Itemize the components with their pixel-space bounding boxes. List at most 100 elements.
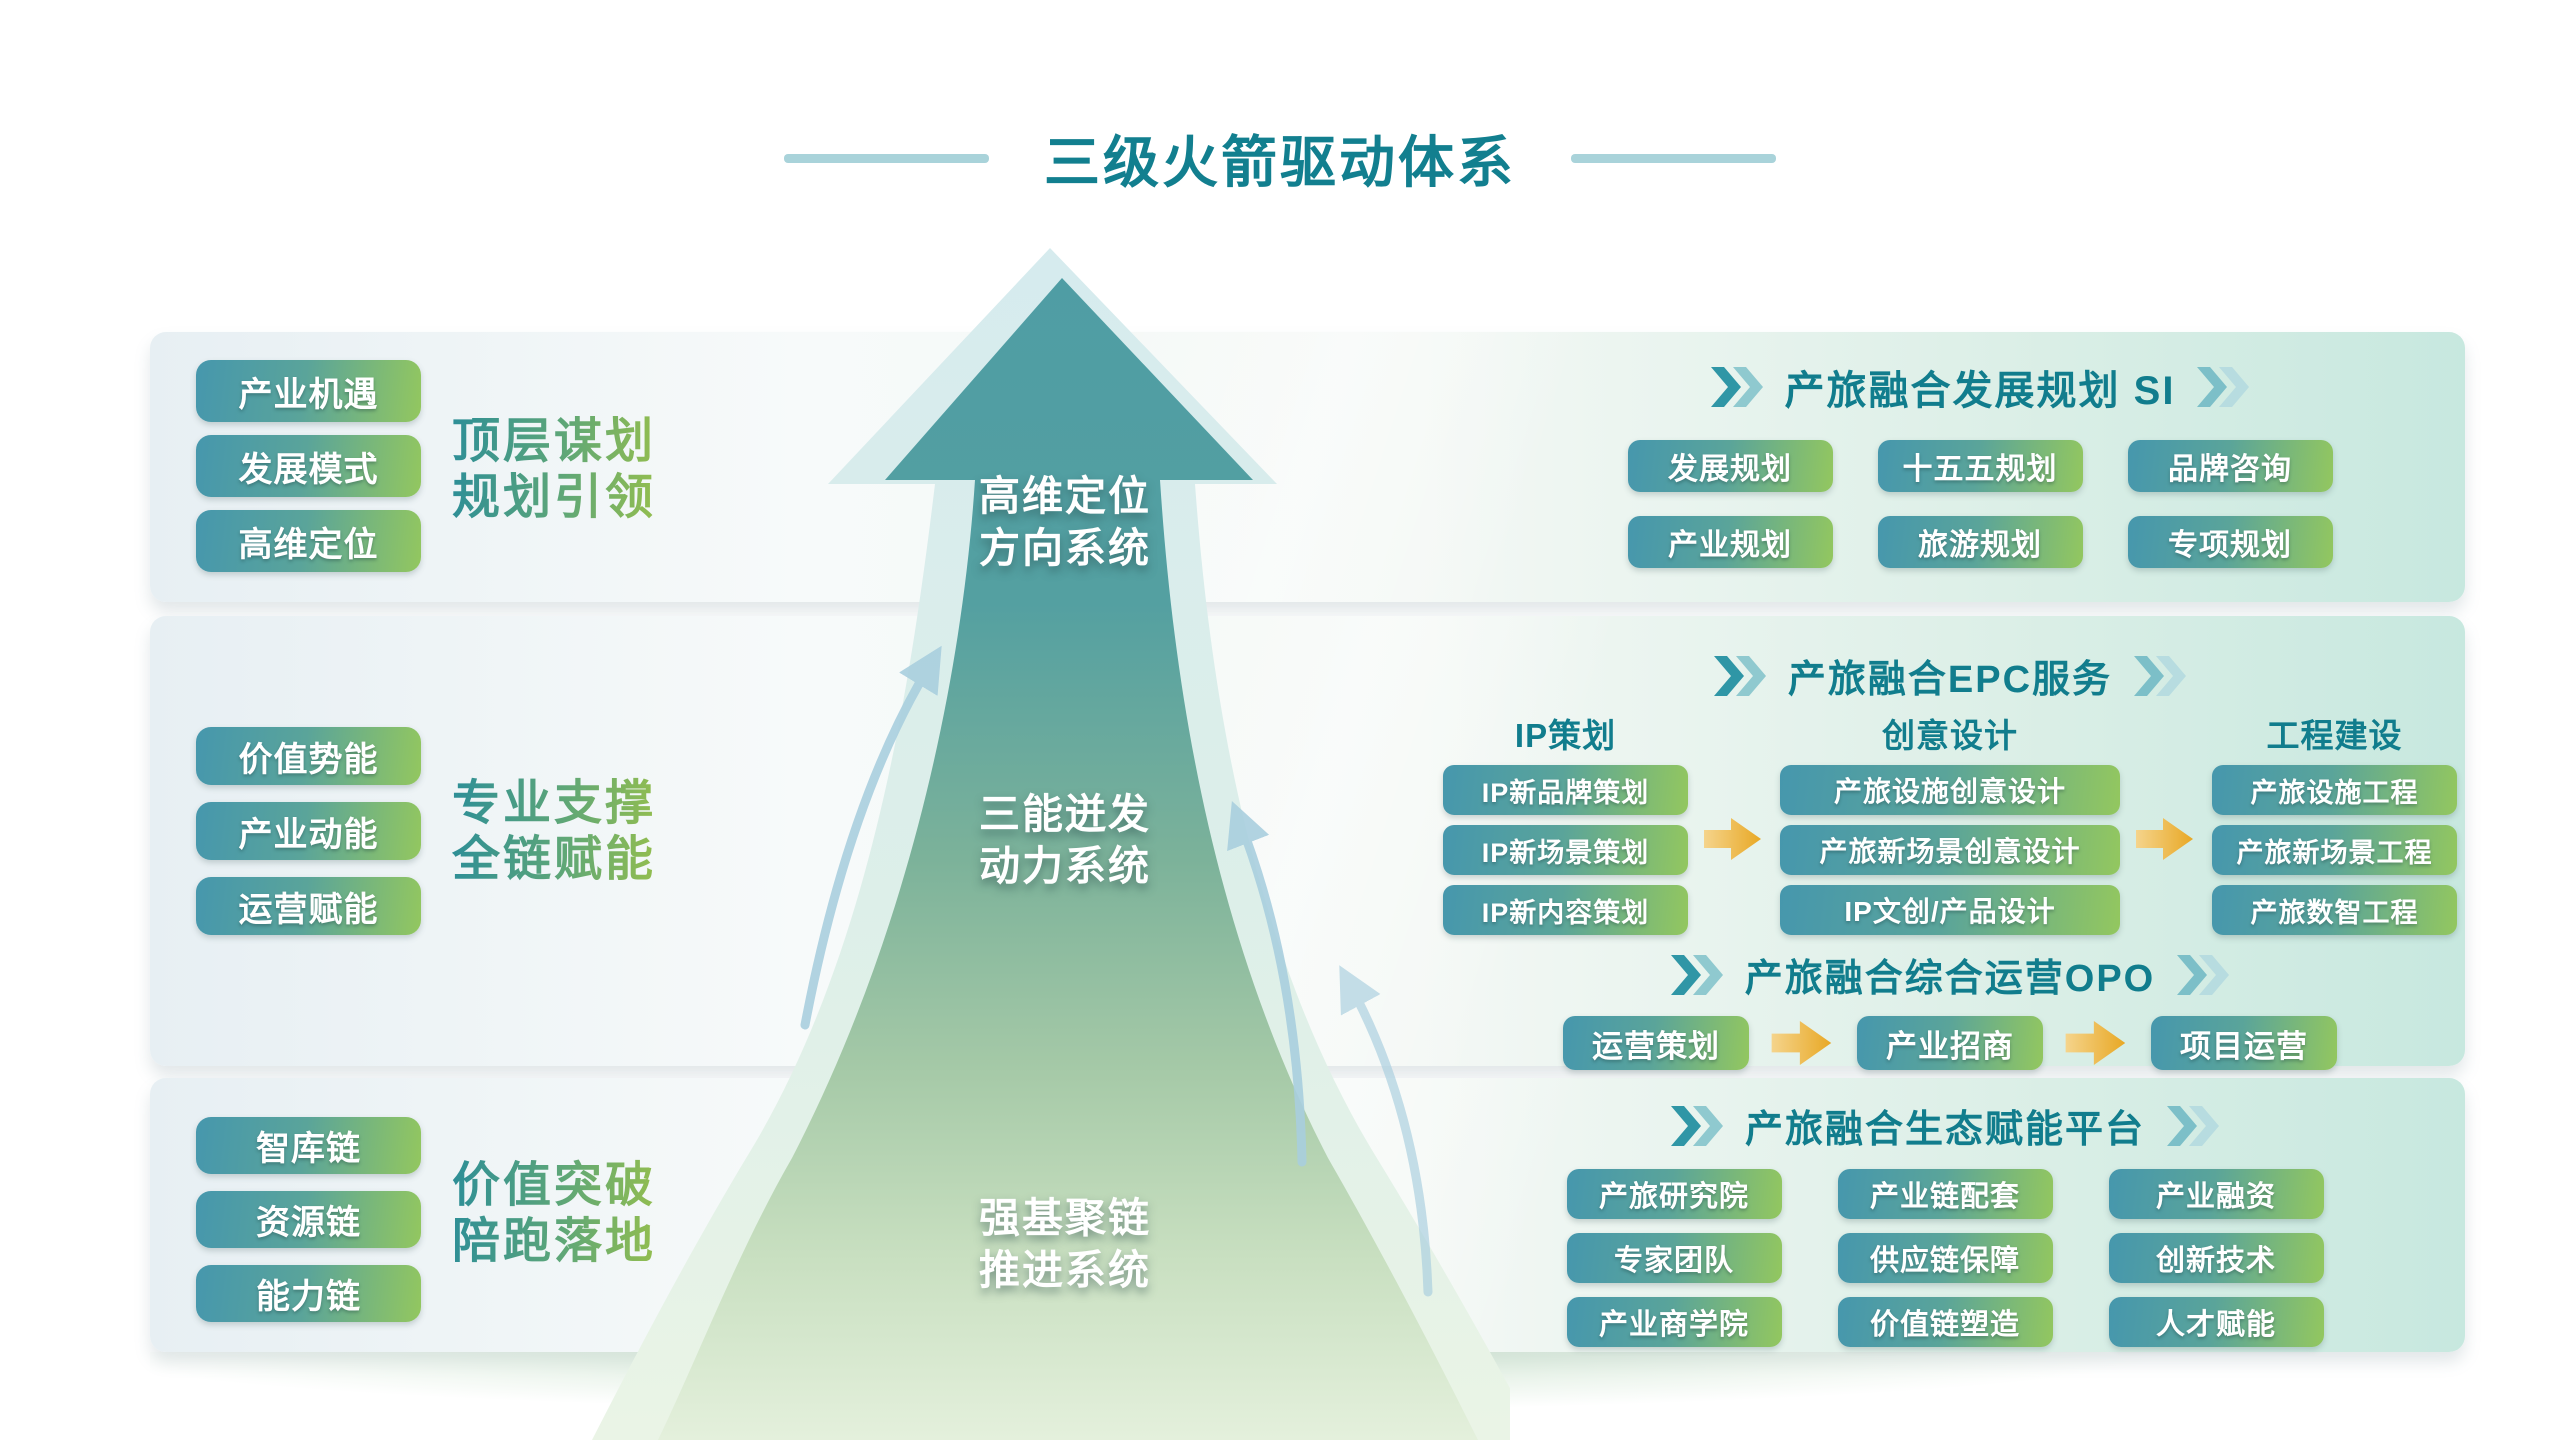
- rocket-body-arrow: [658, 278, 1478, 1440]
- band1-right-section: 产旅融合发展规划 SI 发展规划 十五五规划 品牌咨询 产业规划 旅游规划 专项…: [1560, 358, 2400, 568]
- platform-item-3: 产业融资: [2108, 1169, 2324, 1219]
- band2-item-2: 产业动能: [196, 802, 421, 860]
- opo-section: 产旅融合综合运营OPO 运营策划 产业招商 项目运营: [1450, 947, 2450, 1070]
- band2-label-line-1: 专业支撑: [452, 777, 657, 830]
- planning-item-6: 专项规划: [2127, 516, 2333, 568]
- curved-up-arrow-right: [1227, 801, 1307, 1167]
- epc-construction-item-3: 产旅数智工程: [2212, 885, 2457, 935]
- epc-column-design: 创意设计 产旅设施创意设计 产旅新场景创意设计 IP文创/产品设计: [1780, 711, 2120, 935]
- planning-item-4: 产业规划: [1627, 516, 1833, 568]
- epc-column-3-title: 工程建设: [2266, 717, 2403, 754]
- title-dash-right: [1571, 154, 1776, 163]
- band2-left-items: 价值势能 产业动能 运营赋能: [196, 727, 421, 935]
- stage-1-line-2: 方向系统: [979, 525, 1151, 571]
- band1-stage-label: 顶层谋划 规划引领: [452, 414, 656, 526]
- platform-item-8: 价值链塑造: [1837, 1297, 2053, 1347]
- epc-design-item-1: 产旅设施创意设计: [1780, 765, 2120, 815]
- epc-column-2-title: 创意设计: [1882, 717, 2018, 754]
- platform-item-7: 产业商学院: [1566, 1297, 1782, 1347]
- band1-item-2: 发展模式: [196, 435, 421, 497]
- platform-item-5: 供应链保障: [1837, 1233, 2053, 1283]
- chevrons-right-icon: [1670, 1105, 1723, 1146]
- band3-item-3: 能力链: [196, 1265, 421, 1322]
- opo-step-3: 项目运营: [2151, 1016, 2337, 1070]
- band1-label-line-2: 规划引领: [452, 471, 657, 524]
- chevrons-right-icon: [1713, 655, 1766, 696]
- stage-2-line-2: 动力系统: [979, 843, 1151, 889]
- band1-item-1: 产业机遇: [196, 360, 421, 422]
- rocket-stage-2-label: 三能迸发 动力系统: [915, 788, 1215, 892]
- platform-section-title: 产旅融合生态赋能平台: [1744, 1109, 2145, 1151]
- rocket-stage-3-label: 强基聚链 推进系统: [915, 1192, 1215, 1296]
- band3-label-line-2: 陪跑落地: [452, 1215, 657, 1268]
- platform-item-2: 产业链配套: [1837, 1169, 2053, 1219]
- epc-column-ip: IP策划 IP新品牌策划 IP新场景策划 IP新内容策划: [1443, 711, 1688, 935]
- epc-column-1-title: IP策划: [1514, 717, 1617, 754]
- band2-stage-label: 专业支撑 全链赋能: [452, 776, 656, 888]
- epc-ip-item-1: IP新品牌策划: [1443, 765, 1688, 815]
- band1-section-title: 产旅融合发展规划 SI: [1784, 369, 2176, 413]
- epc-design-item-2: 产旅新场景创意设计: [1780, 825, 2120, 875]
- epc-ip-item-3: IP新内容策划: [1443, 885, 1688, 935]
- epc-ip-item-2: IP新场景策划: [1443, 825, 1688, 875]
- epc-construction-item-1: 产旅设施工程: [2212, 765, 2457, 815]
- opo-section-title: 产旅融合综合运营OPO: [1744, 958, 2156, 1000]
- epc-design-item-3: IP文创/产品设计: [1780, 885, 2120, 935]
- rocket-arrow: [592, 248, 1510, 1440]
- chevrons-right-icon: [2177, 954, 2230, 995]
- planning-item-1: 发展规划: [1627, 440, 1833, 492]
- epc-column-construction: 工程建设 产旅设施工程 产旅新场景工程 产旅数智工程: [2212, 711, 2457, 935]
- band1-label-line-1: 顶层谋划: [452, 415, 657, 468]
- planning-item-5: 旅游规划: [1877, 516, 2083, 568]
- chevrons-right-icon: [2167, 1105, 2219, 1146]
- planning-item-3: 品牌咨询: [2127, 440, 2333, 492]
- band1-item-3: 高维定位: [196, 510, 421, 572]
- band3-stage-label: 价值突破 陪跑落地: [452, 1158, 656, 1270]
- platform-item-1: 产旅研究院: [1566, 1169, 1782, 1219]
- stage-1-line-1: 高维定位: [979, 473, 1151, 519]
- band2-item-1: 价值势能: [196, 727, 421, 785]
- chevrons-right-icon: [1710, 367, 1763, 407]
- band1-section-header: 产旅融合发展规划 SI: [1560, 358, 2400, 416]
- chevrons-right-icon: [2197, 367, 2250, 407]
- flow-arrow-icon: [1771, 1021, 1832, 1065]
- stage-3-line-2: 推进系统: [979, 1247, 1151, 1293]
- platform-grid: 产旅研究院 产业链配套 产业融资 专家团队 供应链保障 创新技术 产业商学院 价…: [1520, 1169, 2370, 1347]
- platform-item-4: 专家团队: [1566, 1233, 1782, 1283]
- epc-construction-item-2: 产旅新场景工程: [2212, 825, 2457, 875]
- epc-section-title: 产旅融合EPC服务: [1787, 659, 2113, 701]
- stage-2-line-1: 三能迸发: [979, 791, 1151, 837]
- band1-left-items: 产业机遇 发展模式 高维定位: [196, 360, 421, 572]
- opo-step-2: 产业招商: [1857, 1016, 2043, 1070]
- platform-item-6: 创新技术: [2108, 1233, 2324, 1283]
- title-row: 三级火箭驱动体系: [0, 118, 2560, 199]
- band2-label-line-2: 全链赋能: [452, 833, 657, 886]
- epc-columns: IP策划 IP新品牌策划 IP新场景策划 IP新内容策划 创意设计 产旅设施创意…: [1443, 711, 2457, 935]
- rocket-stage-1-label: 高维定位 方向系统: [915, 470, 1215, 574]
- opo-section-header: 产旅融合综合运营OPO: [1450, 947, 2450, 1002]
- curved-up-arrow-outer-right: [1339, 965, 1433, 1297]
- title-dash-left: [784, 154, 989, 163]
- band2-right-section: 产旅融合EPC服务 IP策划 IP新品牌策划 IP新场景策划 IP新内容策划 创…: [1443, 648, 2457, 1070]
- band3-item-1: 智库链: [196, 1117, 421, 1174]
- band3-item-2: 资源链: [196, 1191, 421, 1248]
- planning-item-2: 十五五规划: [1877, 440, 2083, 492]
- opo-steps: 运营策划 产业招商 项目运营: [1450, 1016, 2450, 1070]
- chevrons-right-icon: [1670, 954, 1723, 995]
- page-title: 三级火箭驱动体系: [1044, 131, 1516, 194]
- flow-arrow-icon: [2136, 818, 2193, 860]
- epc-section-header: 产旅融合EPC服务: [1450, 648, 2450, 703]
- flow-arrow-icon: [1704, 818, 1761, 860]
- band3-left-items: 智库链 资源链 能力链: [196, 1117, 421, 1322]
- band3-label-line-1: 价值突破: [452, 1159, 657, 1212]
- opo-step-1: 运营策划: [1563, 1016, 1749, 1070]
- flow-arrow-icon: [2065, 1021, 2126, 1065]
- platform-item-9: 人才赋能: [2108, 1297, 2324, 1347]
- chevrons-right-icon: [2134, 655, 2187, 696]
- band1-button-grid: 发展规划 十五五规划 品牌咨询 产业规划 旅游规划 专项规划: [1560, 440, 2400, 568]
- platform-section-header: 产旅融合生态赋能平台: [1520, 1098, 2370, 1153]
- band3-right-section: 产旅融合生态赋能平台 产旅研究院 产业链配套 产业融资 专家团队 供应链保障 创…: [1520, 1098, 2370, 1347]
- stage-3-line-1: 强基聚链: [979, 1195, 1151, 1241]
- band2-item-3: 运营赋能: [196, 877, 421, 935]
